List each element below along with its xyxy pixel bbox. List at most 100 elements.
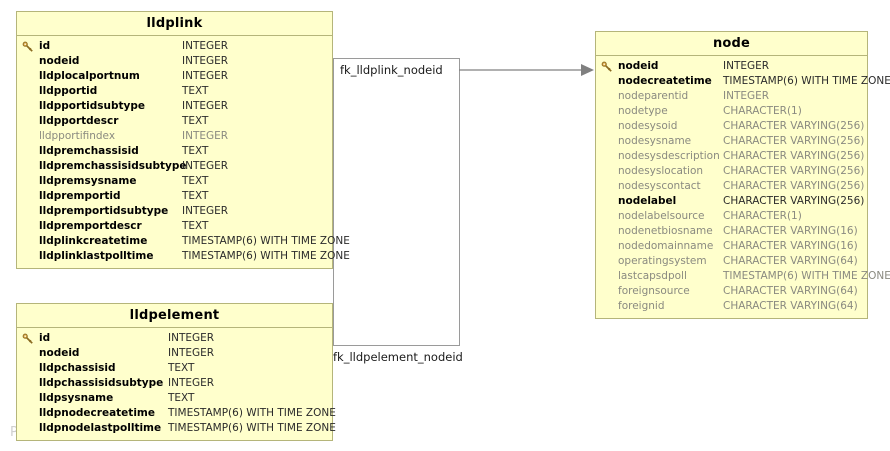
attribute-type: INTEGER [182, 70, 229, 82]
attribute-row: lldpportdescr TEXT [17, 114, 332, 129]
attribute-name: lldpportdescr [39, 115, 119, 127]
attribute-type: INTEGER [168, 347, 215, 359]
attribute-name: nodelabelsource [618, 210, 705, 222]
attribute-name: lldplinkcreatetime [39, 235, 148, 247]
attribute-name: nodeparentid [618, 90, 689, 102]
attribute-name: nodeid [39, 347, 80, 359]
attribute-name: nodetype [618, 105, 668, 117]
attribute-type: INTEGER [723, 60, 770, 72]
attribute-name: lldpnodelastpolltime [39, 422, 162, 434]
attribute-name: lldplocalportnum [39, 70, 140, 82]
attribute-type: CHARACTER VARYING(256) [723, 150, 865, 162]
attribute-name: nodesysdescription [618, 150, 720, 162]
attribute-row: operatingsystem CHARACTER VARYING(64) [596, 254, 867, 269]
attribute-type: TIMESTAMP(6) WITH TIME ZONE [168, 422, 336, 434]
attribute-type: INTEGER [182, 55, 229, 67]
attribute-type: CHARACTER VARYING(256) [723, 195, 865, 207]
attribute-name: lldpremchassisidsubtype [39, 160, 187, 172]
attribute-name: id [39, 40, 51, 52]
attribute-type: INTEGER [182, 130, 229, 142]
attribute-name: lldpnodecreatetime [39, 407, 155, 419]
attribute-type: TEXT [182, 115, 209, 127]
attribute-name: lldpremportid [39, 190, 121, 202]
attribute-type: CHARACTER(1) [723, 210, 802, 222]
attribute-type: TEXT [182, 145, 209, 157]
watermark: P [10, 425, 19, 440]
attribute-row: nodelabelsource CHARACTER(1) [596, 209, 867, 224]
attribute-type: TIMESTAMP(6) WITH TIME ZONE [723, 270, 890, 282]
attribute-row: lldpportid TEXT [17, 84, 332, 99]
key-icon [601, 61, 612, 72]
entity-title-lldpelement: lldpelement [17, 304, 332, 328]
attribute-name: nodeid [39, 55, 80, 67]
attribute-row: nodesysname CHARACTER VARYING(256) [596, 134, 867, 149]
attribute-type: TEXT [168, 362, 195, 374]
attribute-type: TEXT [182, 85, 209, 97]
attribute-name: lldpchassisid [39, 362, 116, 374]
attribute-name: nodedomainname [618, 240, 714, 252]
attribute-type: CHARACTER VARYING(256) [723, 135, 865, 147]
attribute-name: nodesyslocation [618, 165, 704, 177]
key-icon [22, 41, 33, 52]
attribute-name: foreignid [618, 300, 665, 312]
attribute-type: TIMESTAMP(6) WITH TIME ZONE [723, 75, 890, 87]
attribute-type: INTEGER [182, 160, 229, 172]
attribute-row: lldpnodelastpolltime TIMESTAMP(6) WITH TI… [17, 421, 336, 436]
attribute-type: INTEGER [168, 377, 215, 389]
attribute-name: lldpsysname [39, 392, 114, 404]
entity-title-node: node [596, 32, 867, 56]
attribute-name: lldpremchassisid [39, 145, 139, 157]
attribute-type: CHARACTER VARYING(16) [723, 225, 858, 237]
relationship-route-box [333, 58, 460, 346]
attribute-name: nodesyscontact [618, 180, 701, 192]
primary-key-icon [17, 333, 39, 345]
primary-key-icon [596, 61, 618, 73]
attribute-name: nodecreatetime [618, 75, 712, 87]
primary-key-icon [17, 41, 39, 53]
attribute-name: lldpchassisidsubtype [39, 377, 164, 389]
attribute-name: lldpremsysname [39, 175, 137, 187]
attribute-name: nodesysname [618, 135, 692, 147]
attribute-row: lldpchassisidsubtype INTEGER [17, 376, 332, 391]
attribute-row: lldpchassisid TEXT [17, 361, 332, 376]
attribute-type: TEXT [182, 175, 209, 187]
entity-title-lldplink: lldplink [17, 12, 332, 36]
attribute-row: lldpremsysname TEXT [17, 174, 332, 189]
attribute-name: lldpportidsubtype [39, 100, 146, 112]
attribute-type: CHARACTER VARYING(16) [723, 240, 858, 252]
attribute-name: lldpportid [39, 85, 98, 97]
attribute-type: CHARACTER VARYING(64) [723, 255, 858, 267]
attribute-type: TIMESTAMP(6) WITH TIME ZONE [182, 250, 350, 262]
attribute-name: operatingsystem [618, 255, 707, 267]
attribute-type: TEXT [182, 220, 209, 232]
